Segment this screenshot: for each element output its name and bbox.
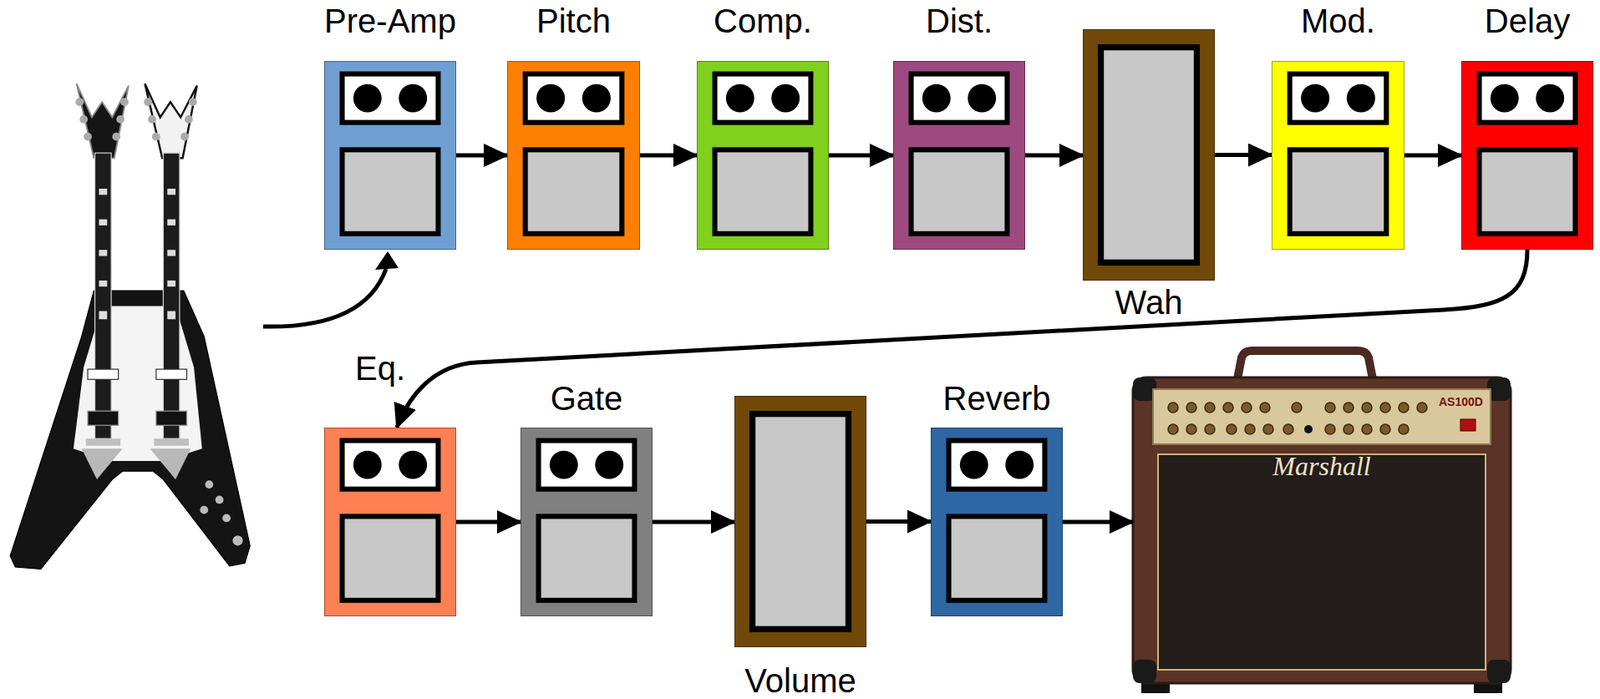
treadle-art	[1083, 30, 1214, 280]
pedal-label: Gate	[550, 381, 624, 416]
effect-pedal: Gate	[520, 427, 653, 617]
pedal-label: Dist.	[925, 4, 993, 38]
model-badge: AS100D	[1438, 396, 1484, 408]
pedal-art	[931, 428, 1062, 616]
pedal-label: Delay	[1484, 4, 1570, 38]
signal-arrow	[456, 520, 521, 525]
pedal-art	[521, 428, 652, 616]
pedal-label: Comp.	[713, 4, 813, 38]
pedal-art	[325, 61, 456, 249]
signal-arrow	[640, 153, 697, 158]
signal-arrow	[1025, 153, 1083, 158]
pedal-label: Reverb	[943, 381, 1052, 416]
signal-arrow	[828, 153, 894, 158]
brand-logo: Marshall	[1132, 452, 1511, 480]
effect-pedal: Pre-Amp	[324, 60, 457, 250]
treadle-art	[735, 396, 866, 647]
pedal-art	[893, 61, 1025, 249]
pedal-art	[1272, 61, 1404, 249]
effect-pedal: Delay	[1461, 60, 1594, 250]
pedal-art	[325, 428, 456, 616]
pedal-art	[697, 61, 828, 249]
pedal-art	[507, 61, 640, 249]
pedal-label: Eq.	[355, 351, 406, 386]
pedal-label: Mod.	[1300, 4, 1376, 38]
signal-arrow	[1062, 520, 1133, 525]
amplifier-box: AS100D Marshall	[1132, 377, 1511, 684]
guitar	[10, 83, 250, 569]
signal-arrow	[1214, 152, 1272, 158]
effect-pedal: Mod.	[1271, 60, 1405, 250]
pedal-label: Pitch	[536, 4, 611, 38]
effect-pedal: Wah	[1082, 29, 1215, 281]
pedal-label: Volume	[744, 664, 856, 698]
amplifier	[1132, 350, 1511, 694]
signal-arrow	[456, 153, 508, 158]
effect-pedal: Reverb	[930, 427, 1063, 617]
signal-arrow	[652, 520, 735, 525]
cable-arrow	[263, 269, 387, 327]
signal-arrow	[1404, 153, 1462, 158]
effect-pedal: Dist.	[893, 60, 1026, 250]
pedal-art	[1462, 61, 1593, 249]
pedal-label: Wah	[1115, 285, 1184, 320]
pedal-label: Pre-Amp	[324, 4, 457, 38]
signal-arrow	[866, 519, 931, 524]
signal-arrow	[396, 249, 1528, 428]
effect-pedal: Eq.	[324, 427, 457, 617]
effect-pedal: Volume	[734, 396, 867, 648]
effect-pedal: Pitch	[507, 60, 640, 250]
effect-pedal: Comp.	[696, 60, 829, 250]
arrow-head	[375, 251, 399, 270]
